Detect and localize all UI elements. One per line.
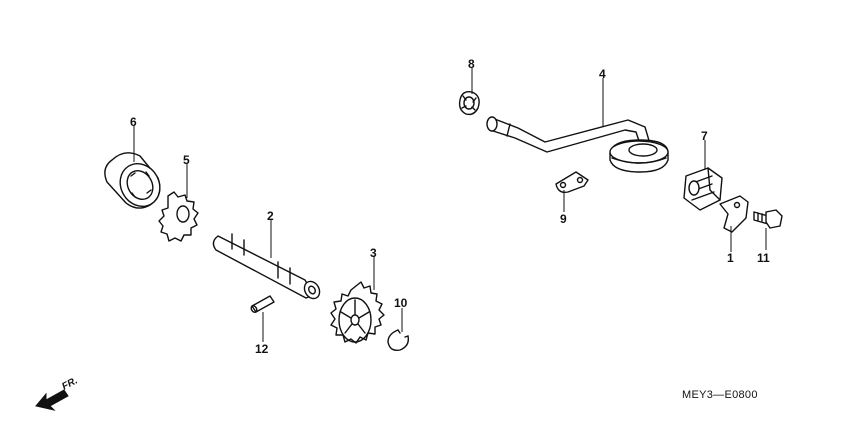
callout-6: 6: [130, 115, 137, 129]
part-7-rubber-seal: [683, 167, 723, 211]
front-direction-indicator: FR.: [35, 375, 80, 411]
front-arrow-icon: [35, 389, 69, 411]
front-label: FR.: [60, 375, 79, 392]
part-11-bolt: [753, 209, 783, 229]
callout-8: 8: [468, 57, 475, 71]
part-2-pump-shaft: [212, 233, 321, 300]
part-10-circlip: [387, 329, 410, 352]
part-5-inner-rotor: [158, 191, 199, 242]
callout-4: 4: [599, 67, 606, 81]
callout-1: 1: [727, 251, 734, 265]
part-4-oil-strainer: [486, 116, 669, 173]
callout-9: 9: [560, 212, 567, 226]
part-6-outer-rotor: [104, 152, 161, 209]
callout-11: 11: [757, 251, 770, 265]
part-8-grommet: [458, 90, 480, 116]
callout-2: 2: [267, 209, 274, 223]
diagram-code: MEY3—E0800: [682, 389, 758, 401]
callout-5: 5: [183, 153, 190, 167]
callout-3: 3: [370, 246, 377, 260]
part-3-driven-gear: [330, 281, 385, 344]
part-1-bracket: [719, 195, 749, 233]
part-12-pin: [250, 295, 275, 313]
callout-12: 12: [255, 342, 269, 356]
callout-7: 7: [701, 129, 708, 143]
part-9-plate: [555, 171, 589, 194]
callout-numbers: 1 2 3 4 5 6 7 8 9 10 11 12: [130, 57, 770, 356]
callout-leaders: [133, 68, 767, 342]
callout-10: 10: [394, 296, 408, 310]
